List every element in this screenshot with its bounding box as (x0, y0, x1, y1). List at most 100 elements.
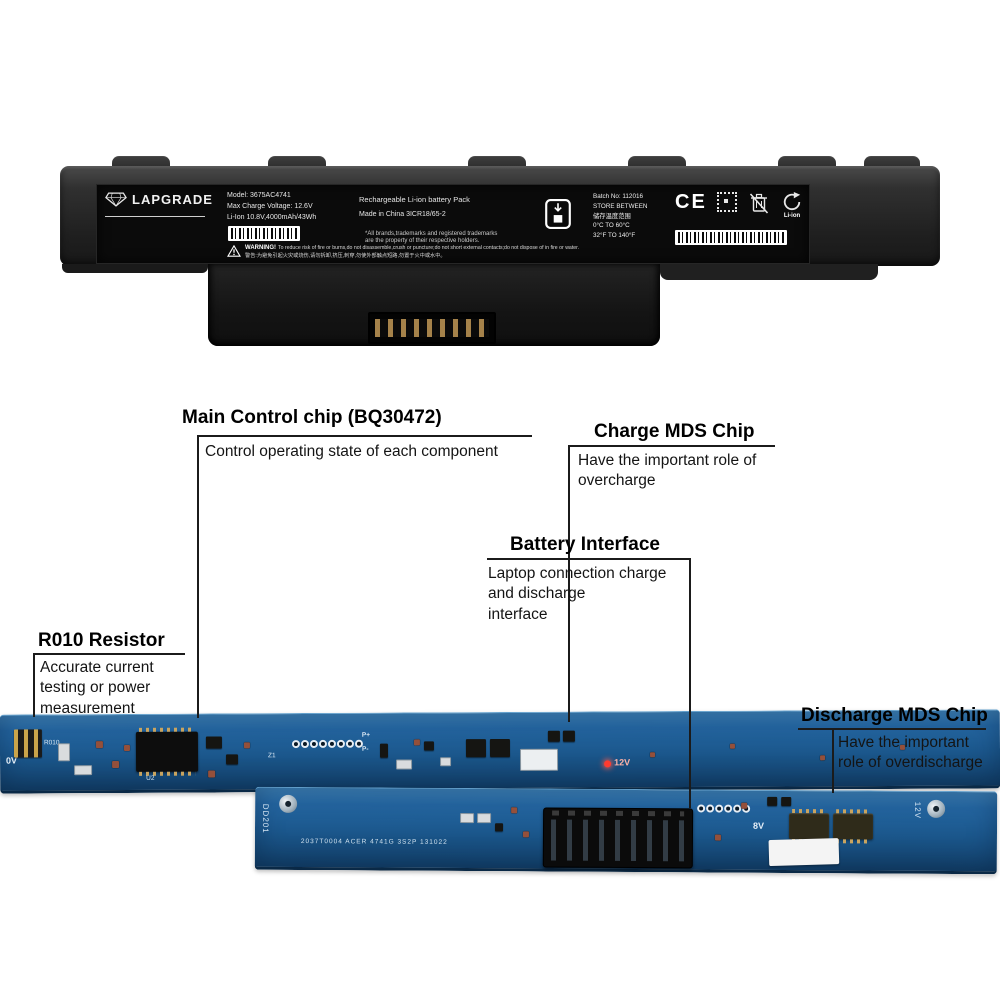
callout-title-charge-mds: Charge MDS Chip (594, 421, 755, 442)
callout-title-r010: R010 Resistor (38, 630, 165, 651)
ic-pins (792, 809, 827, 814)
callout-underline-r010 (33, 653, 185, 655)
batch-number: Batch No: 112016 (593, 193, 643, 200)
warning-strip: WARNING!To reduce risk of fire or burns,… (227, 244, 667, 261)
batch-block: Batch No: 112016 STORE BETWEEN 储存温度范围 0°… (593, 192, 647, 241)
pcb-pad (729, 743, 735, 749)
connector-slots (550, 819, 686, 862)
callout-line-main-chip (197, 435, 199, 718)
dotted-square-icon (717, 192, 737, 212)
callout-underline-discharge-mds (798, 728, 986, 730)
ce-mark: CE (675, 191, 707, 213)
warning-chinese: 警告:为避免引起火灾或烧伤,请勿拆卸,挤压,刺穿,勿使外部触点短路,勿置于火中或… (245, 253, 446, 259)
voltage-text: Max Charge Voltage: 12.6V (227, 202, 313, 210)
silkscreen-dd201: DD201 (260, 803, 271, 834)
screw-hole (279, 794, 298, 813)
li-ion-text: Li-ion (783, 213, 801, 219)
capacitor (460, 812, 475, 824)
callout-desc-charge-mds: Have the important role of overcharge (578, 452, 757, 490)
pcb-pad (112, 760, 120, 769)
battery-bottom-edge-right (660, 264, 878, 280)
pcb-pad (511, 807, 518, 814)
pcb-pad (208, 770, 216, 778)
logo-underline (105, 216, 205, 217)
battery-bottom-edge-left (62, 264, 208, 273)
model-text: Model: 3675AC4741 (227, 192, 291, 199)
barcode-right (675, 230, 787, 245)
qr-disposal-icon (545, 199, 571, 234)
pcb-pad (413, 739, 420, 746)
smd-component (781, 796, 792, 807)
connector-teeth (552, 810, 685, 817)
smd-component (226, 754, 239, 765)
pcb-pad (820, 755, 826, 761)
charge-mosfet (489, 738, 511, 758)
callout-underline-charge-mds (568, 445, 775, 447)
brand-name: LAPGRADE (132, 192, 213, 207)
callout-line-discharge-mds (832, 728, 834, 793)
callout-desc-battery-interface: Laptop connection charge and discharge i… (488, 565, 667, 623)
callout-desc-main-chip: Control operating state of each componen… (205, 443, 498, 460)
main-control-chip (135, 727, 199, 776)
capacitor (477, 813, 492, 824)
capacitor (440, 757, 452, 767)
smd-component (547, 730, 560, 742)
silkscreen-12v: 12V (614, 757, 631, 768)
silkscreen-z1: Z1 (268, 752, 276, 760)
silkscreen-p-minus: P- (361, 745, 369, 753)
disclaimer-line1: *All brands,trademarks and registered tr… (365, 231, 498, 237)
ic-pins (138, 727, 195, 732)
pcb-board-2: DD201 2037T0004 ACER 4741G 3S2P 131022 8… (254, 786, 998, 875)
store-range-zh: 储存温度范围 (593, 212, 631, 220)
crossed-bin-icon (749, 193, 769, 214)
barcode-stripes (231, 228, 297, 239)
disclaimer-line2: are the property of their respective hol… (365, 238, 480, 244)
connector-holes (291, 739, 363, 749)
capacitor (74, 765, 93, 776)
pcb-pad (95, 741, 103, 749)
battery-interface-connector (542, 807, 694, 869)
battery-label: LAPGRADE Model: 3675AC4741 Max Charge Vo… (96, 184, 810, 264)
gem-icon (105, 192, 127, 207)
callout-line-battery-interface (689, 558, 691, 808)
pcb-pad (741, 802, 748, 809)
discharge-mosfet (788, 809, 830, 844)
silkscreen-8v: 8V (753, 820, 765, 831)
brand-logo: LAPGRADE (105, 192, 213, 207)
capacity-text: Li-Ion 10.8V,4000mAh/43Wh (227, 213, 317, 221)
pack-type-text: Rechargeable Li-ion battery Pack (359, 195, 470, 204)
serial-number: 2037T0004 ACER 4741G 3S2P 131022 (300, 838, 448, 846)
callout-title-main-chip: Main Control chip (BQ30472) (182, 407, 442, 428)
white-sticker (768, 838, 840, 867)
callout-underline-main-chip (197, 435, 532, 437)
ic-pins (835, 839, 870, 844)
pcb-pad (243, 742, 250, 749)
li-ion-recycle-icon: Li-ion (781, 192, 803, 219)
silkscreen-u2: U2 (146, 774, 155, 782)
silkscreen-p-plus: P+ (361, 731, 371, 739)
smd-component (379, 743, 389, 758)
pcb-pad (522, 831, 529, 838)
discharge-mosfet (832, 809, 874, 844)
silkscreen-12v-board2: 12V (913, 801, 923, 820)
capacitor (57, 743, 71, 762)
smd-component (562, 730, 575, 742)
smd-component (423, 741, 434, 751)
warning-triangle-icon (227, 245, 241, 257)
callout-line-r010 (33, 653, 35, 717)
callout-underline-battery-interface (487, 558, 691, 560)
pcb-pad (714, 834, 721, 841)
smd-component (494, 823, 504, 832)
callout-title-battery-interface: Battery Interface (510, 534, 660, 555)
pcb-pad (123, 744, 130, 751)
warning-title: WARNING! (245, 245, 276, 251)
store-between: STORE BETWEEN (593, 202, 648, 210)
r010-resistor-component (13, 729, 43, 758)
warning-english: To reduce risk of fire or burns,do not d… (278, 245, 580, 251)
certification-icons: Li-ion (717, 192, 803, 219)
temp-fahrenheit: 32°F TO 140°F (593, 232, 636, 239)
screw-hole (927, 799, 946, 818)
pcb-pad (650, 752, 656, 758)
ic-pins (836, 809, 871, 814)
callout-desc-discharge-mds: Have the important role of overdischarge (838, 734, 983, 772)
